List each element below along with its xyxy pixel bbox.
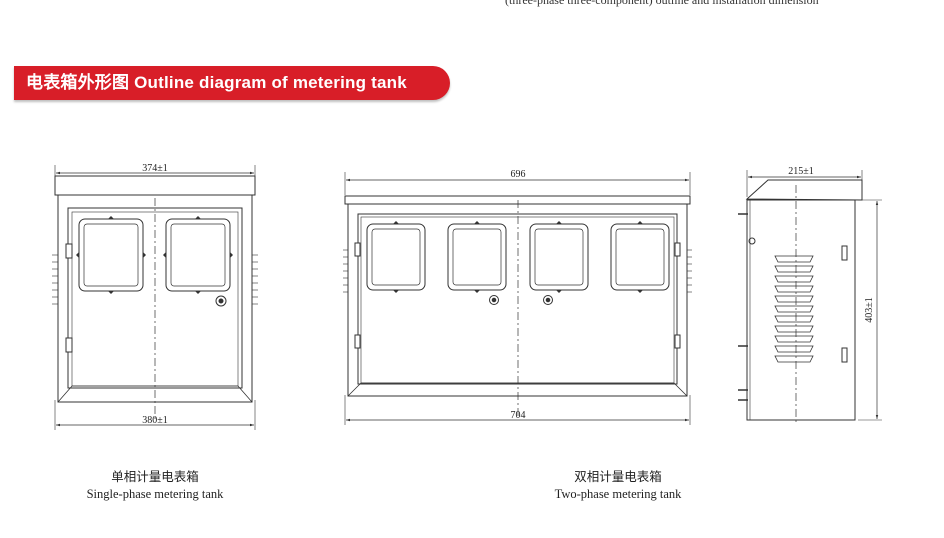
double-lock-left — [489, 295, 499, 305]
double-window-2 — [447, 223, 507, 291]
side-louvers — [774, 255, 814, 363]
two-phase-caption-en: Two-phase metering tank — [554, 487, 682, 501]
double-window-3 — [529, 223, 589, 291]
double-door-frame — [357, 213, 678, 385]
single-window-right — [165, 218, 231, 292]
single-door-frame — [67, 207, 243, 389]
single-window-left — [78, 218, 144, 292]
two-phase-caption: 双相计量电表箱 Two-phase metering tank — [518, 469, 718, 503]
side-dim-height-label: 403±1 — [864, 297, 875, 323]
side-dim-top-label: 215±1 — [788, 166, 814, 177]
double-roof — [344, 195, 691, 205]
single-dim-bottom-label: 380±1 — [142, 415, 168, 426]
side-roof — [745, 179, 863, 201]
single-phase-caption: 单相计量电表箱 Single-phase metering tank — [55, 469, 255, 503]
two-phase-caption-cn: 双相计量电表箱 — [574, 470, 662, 484]
single-hinge-top — [65, 243, 73, 259]
single-phase-caption-en: Single-phase metering tank — [86, 487, 224, 501]
double-dim-top-label: 696 — [511, 169, 526, 180]
side-body — [746, 199, 856, 421]
single-lock — [215, 295, 227, 307]
single-dim-top-label: 374±1 — [142, 163, 168, 174]
section-banner: 电表箱外形图 Outline diagram of metering tank — [14, 66, 450, 100]
section-title: 电表箱外形图 Outline diagram of metering tank — [26, 73, 407, 92]
single-phase-caption-cn: 单相计量电表箱 — [111, 470, 199, 484]
double-body — [347, 203, 688, 397]
double-window-1 — [366, 223, 426, 291]
double-dim-bottom-label: 704 — [511, 410, 526, 421]
single-hinge-bottom — [65, 337, 73, 353]
double-window-4 — [610, 223, 670, 291]
single-roof — [54, 175, 256, 196]
two-phase-front-view — [343, 172, 692, 425]
side-view — [738, 170, 882, 425]
double-lock-right — [543, 295, 553, 305]
top-caption: (three-phase three-component) outline an… — [505, 0, 819, 7]
single-phase-front-view — [52, 165, 258, 430]
